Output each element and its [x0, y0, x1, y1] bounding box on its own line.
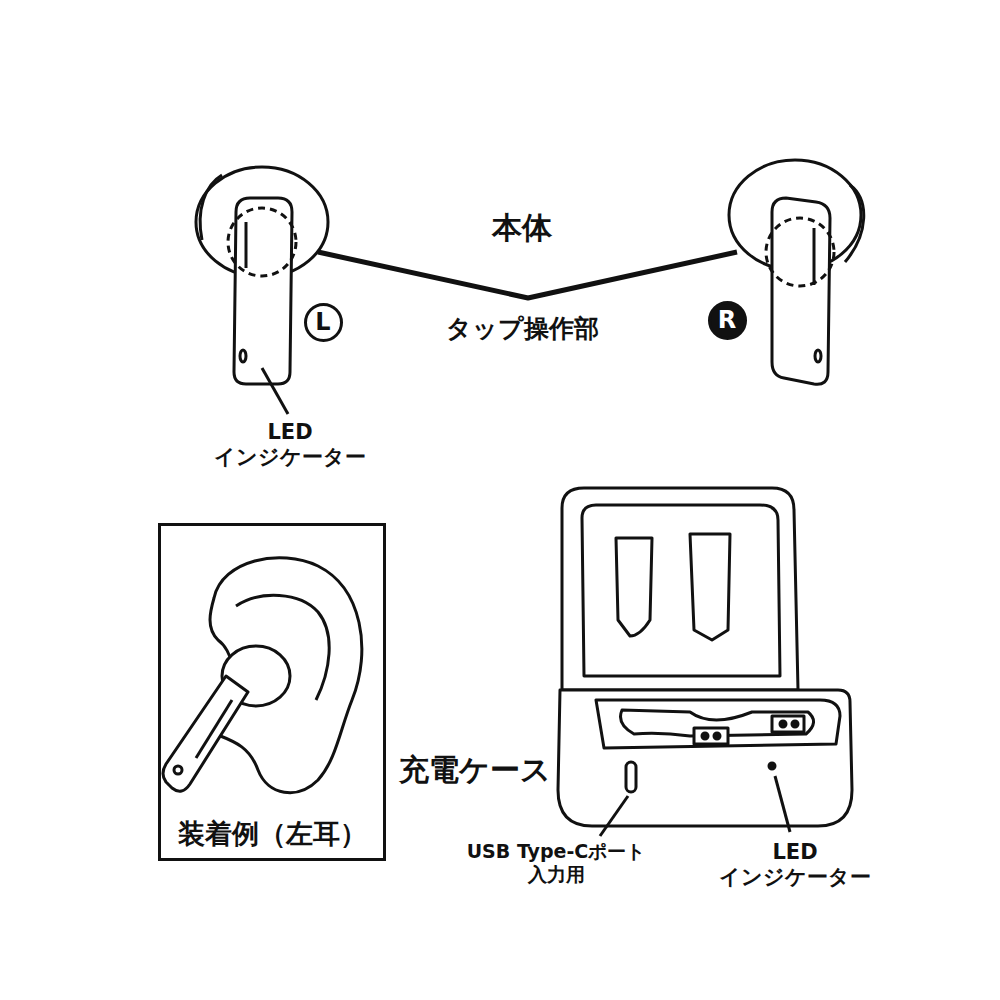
case-lid — [562, 488, 798, 690]
lid-recess — [690, 534, 730, 640]
case-body — [558, 690, 852, 826]
stem-in-ear — [163, 676, 248, 791]
charging-pins — [694, 728, 728, 744]
leader-line — [262, 368, 288, 414]
ear-tip-rim — [200, 175, 222, 240]
case-lid-inner — [582, 505, 780, 676]
node-text: L — [315, 310, 330, 334]
part-name: USB Type-Cポート 入力用 — [445, 840, 667, 886]
part-name: 充電ケース — [399, 752, 551, 788]
part-name: LED インジケーター — [203, 420, 378, 470]
tap-area — [228, 208, 296, 276]
usb-port — [626, 762, 636, 792]
part-name: 本体 — [492, 210, 552, 246]
part-name: LED インジケーター — [708, 840, 883, 890]
charging-pins — [772, 716, 804, 732]
stem-groove — [245, 222, 248, 268]
lid-recess — [616, 538, 652, 636]
leader-line — [600, 796, 628, 836]
stem-groove — [196, 700, 232, 758]
node-text: R — [718, 308, 736, 332]
node-text: 装着例（左耳） — [174, 818, 371, 850]
ear-outline — [208, 558, 362, 793]
stem-groove — [813, 228, 816, 285]
right-mark: R — [708, 301, 747, 340]
tap-area — [766, 218, 834, 286]
left-stem — [234, 198, 292, 384]
example-frame: 装着例（左耳） — [158, 523, 386, 861]
led-dot — [240, 350, 246, 362]
leader-line — [318, 252, 737, 298]
led-dot — [174, 766, 182, 774]
led-dot — [815, 350, 821, 362]
led-dot — [769, 763, 775, 769]
part-name: タップ操作部 — [446, 314, 599, 344]
leader-line — [775, 776, 790, 832]
ear-tip-rim — [845, 185, 864, 262]
case-rim — [596, 700, 840, 748]
left-mark: L — [304, 303, 343, 342]
